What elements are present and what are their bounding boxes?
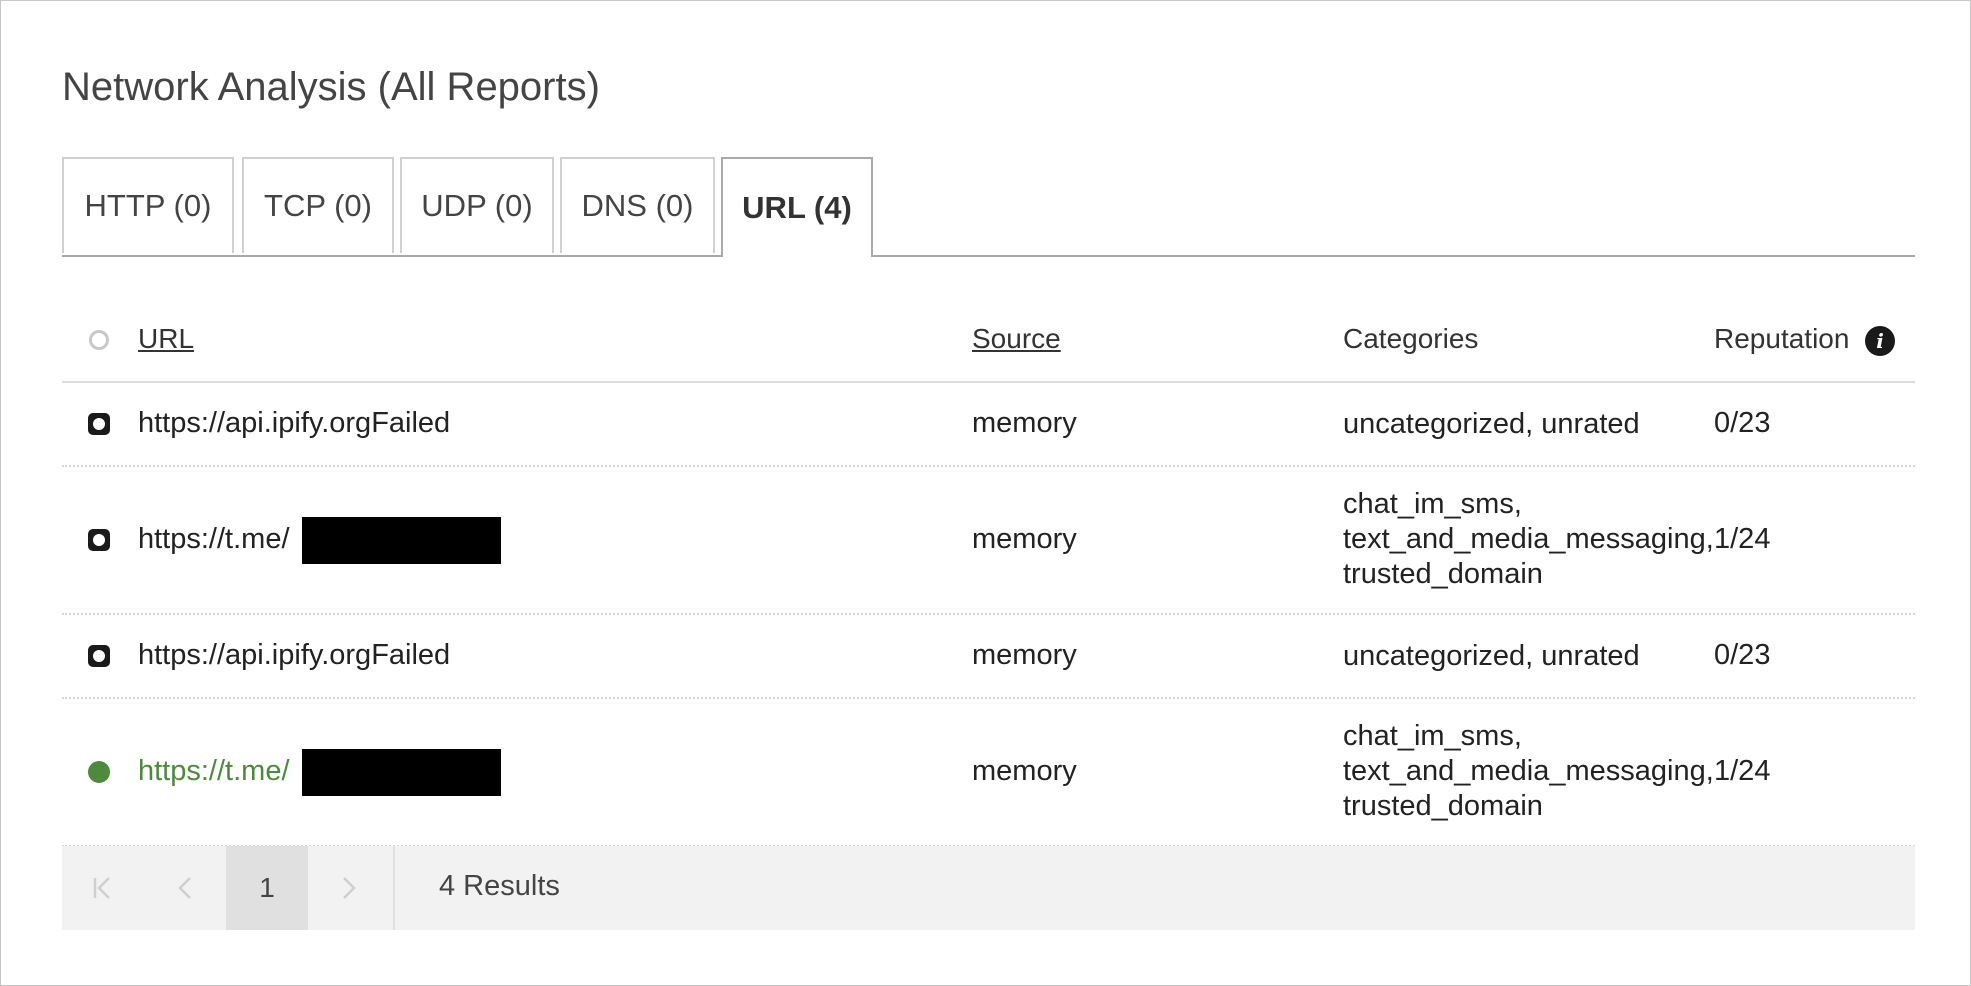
tab-udp[interactable]: UDP (0) [400, 157, 554, 253]
prev-page-button[interactable] [144, 846, 226, 930]
row-select-radio[interactable] [88, 529, 110, 551]
reputation-cell: 0/23 [1714, 639, 1771, 671]
tab-http[interactable]: HTTP (0) [62, 157, 234, 253]
tab-tcp[interactable]: TCP (0) [242, 157, 394, 253]
first-page-icon [93, 877, 110, 899]
url-cell[interactable]: https://api.ipify.orgFailed [138, 639, 451, 671]
column-header-source[interactable]: Source [972, 323, 1061, 354]
table-row[interactable]: https://api.ipify.orgFailed memory uncat… [62, 383, 1915, 467]
row-select-radio[interactable] [88, 413, 110, 435]
pager-divider [393, 846, 395, 930]
column-header-reputation: Reputation [1714, 323, 1850, 354]
chevron-left-icon [178, 877, 191, 899]
source-cell: memory [972, 639, 1077, 671]
table-row[interactable]: https://t.me/ memory chat_im_sms, text_a… [62, 467, 1915, 615]
row-select-radio[interactable] [88, 645, 110, 667]
table-row[interactable]: https://api.ipify.orgFailed memory uncat… [62, 615, 1915, 699]
reputation-cell: 1/24 [1714, 523, 1771, 555]
categories-cell: uncategorized, unrated [1343, 640, 1640, 672]
tab-url[interactable]: URL (4) [721, 157, 873, 257]
url-cell[interactable]: https://t.me/ [138, 755, 290, 787]
categories-cell: uncategorized, unrated [1343, 408, 1640, 440]
redaction-box [302, 517, 501, 564]
reputation-cell: 0/23 [1714, 407, 1771, 439]
info-icon[interactable]: i [1865, 326, 1895, 356]
next-page-button[interactable] [308, 846, 390, 930]
source-cell: memory [972, 523, 1077, 555]
reputation-cell: 1/24 [1714, 755, 1771, 787]
redaction-box [302, 749, 501, 796]
row-selected-indicator[interactable] [88, 761, 110, 783]
results-count: 4 Results [439, 870, 560, 902]
select-all-radio[interactable] [89, 330, 109, 350]
page-title: Network Analysis (All Reports) [62, 65, 600, 109]
tab-dns[interactable]: DNS (0) [560, 157, 715, 253]
source-cell: memory [972, 407, 1077, 439]
categories-cell: chat_im_sms, text_and_media_messaging, t… [1343, 488, 1714, 590]
pagination-bar: 1 4 Results [62, 846, 1915, 930]
url-cell[interactable]: https://t.me/ [138, 523, 290, 555]
url-table: URL Source Categories Reputation i https… [62, 299, 1915, 847]
protocol-tabs: HTTP (0) TCP (0) UDP (0) DNS (0) URL (4) [62, 157, 1915, 257]
table-header: URL Source Categories Reputation i [62, 299, 1915, 383]
source-cell: memory [972, 755, 1077, 787]
column-header-categories: Categories [1343, 323, 1479, 354]
categories-cell: chat_im_sms, text_and_media_messaging, t… [1343, 720, 1714, 822]
column-header-url[interactable]: URL [138, 323, 195, 354]
url-cell[interactable]: https://api.ipify.orgFailed [138, 407, 451, 439]
chevron-right-icon [343, 877, 356, 899]
first-page-button[interactable] [62, 846, 144, 930]
page-number-button[interactable]: 1 [226, 846, 308, 930]
table-row[interactable]: https://t.me/ memory chat_im_sms, text_a… [62, 699, 1915, 847]
